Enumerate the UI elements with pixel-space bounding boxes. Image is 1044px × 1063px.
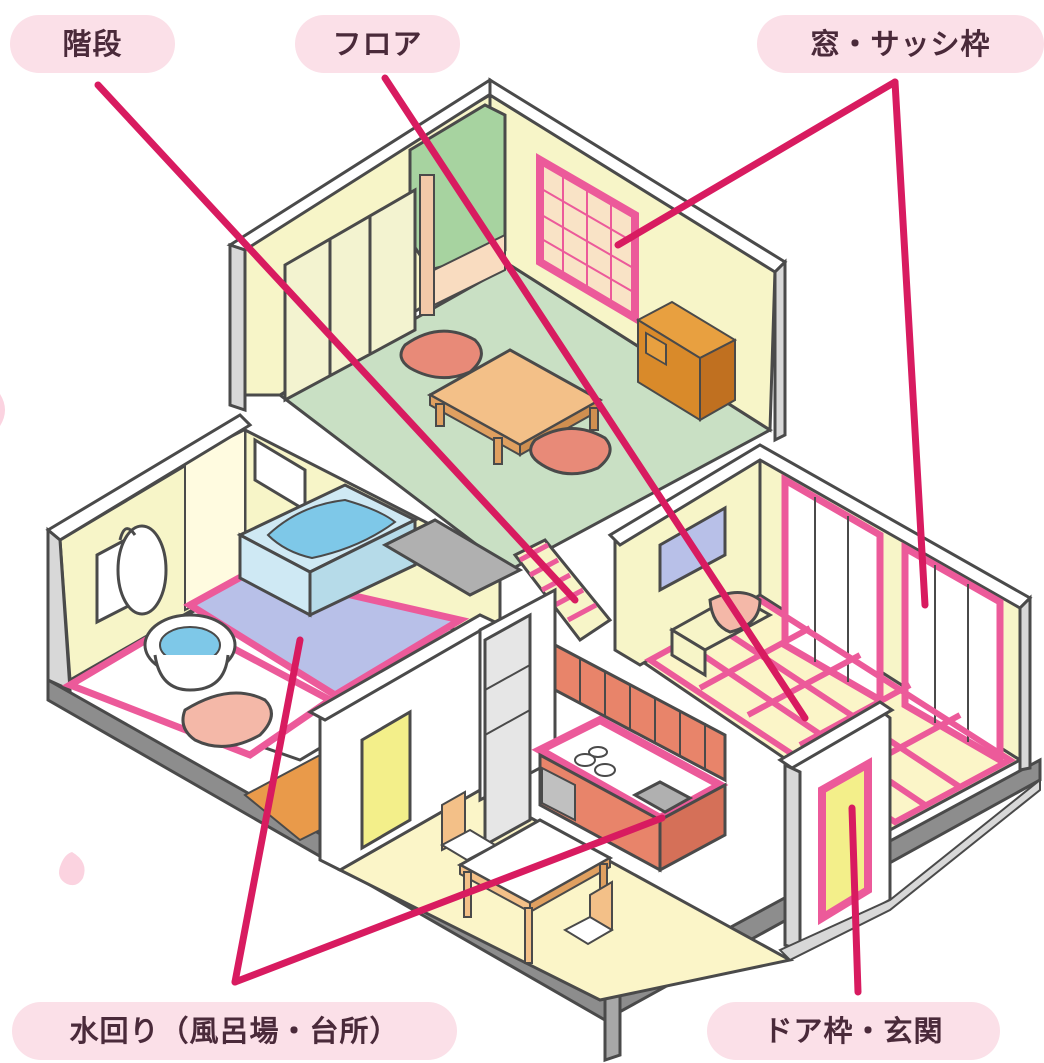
leader-line-floor bbox=[381, 74, 809, 722]
kitchen-dining bbox=[306, 587, 795, 1002]
label-stairs: 階段 bbox=[10, 15, 175, 73]
leader-line-bath bbox=[231, 636, 304, 986]
leader-lines bbox=[94, 74, 929, 996]
label-water-area: 水回り（風呂場・台所） bbox=[12, 1002, 457, 1060]
petal-decoration bbox=[59, 852, 85, 886]
leader-line-kitchen bbox=[231, 814, 666, 986]
label-door-frame-entrance: ドア枠・玄関 bbox=[707, 1002, 1000, 1060]
leader-line-sash bbox=[891, 78, 929, 609]
leader-line-window bbox=[614, 78, 899, 249]
bathroom-area bbox=[45, 413, 524, 842]
label-floor: フロア bbox=[295, 15, 460, 73]
leader-line-door bbox=[848, 804, 862, 996]
leader-line-stairs bbox=[94, 81, 579, 604]
label-window-sash: 窓・サッシ枠 bbox=[757, 15, 1044, 73]
entrance-wall bbox=[777, 700, 1041, 962]
petal-decoration-edge bbox=[0, 394, 5, 426]
